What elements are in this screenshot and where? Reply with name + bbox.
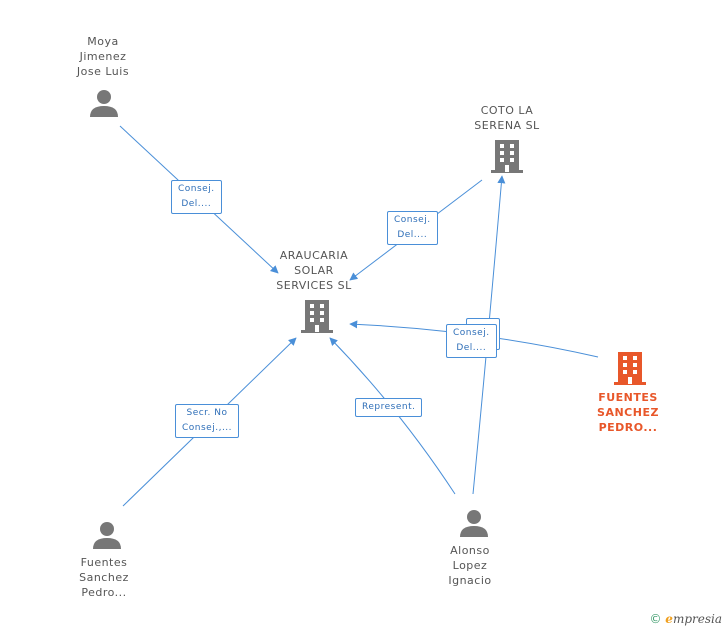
building-icon-highlighted[interactable] <box>614 350 646 386</box>
node-label-moya: Moya Jimenez Jose Luis <box>76 35 130 78</box>
copyright-watermark: © empresia <box>649 612 722 626</box>
edge-label-fuentes-person-araucaria[interactable]: Secr. No Consej.,... <box>175 404 240 438</box>
person-icon[interactable] <box>92 520 122 550</box>
node-label-fuentes-company[interactable]: FUENTES SANCHEZ PEDRO... <box>597 391 659 434</box>
edge-label-moya-araucaria[interactable]: Consej. Del.... <box>171 180 222 214</box>
edge-label-coto-araucaria[interactable]: Consej. Del.... <box>387 211 438 245</box>
node-label-fuentes-person: Fuentes Sanchez Pedro... <box>79 556 129 599</box>
node-label-alonso: Alonso Lopez Ignacio <box>448 544 492 587</box>
node-label-araucaria: ARAUCARIA SOLAR SERVICES SL <box>276 249 352 292</box>
node-label-coto: COTO LA SERENA SL <box>474 104 540 132</box>
edge-label-fuentes-araucaria[interactable]: Consej. Del.... <box>446 324 497 358</box>
building-icon[interactable] <box>491 138 523 174</box>
person-icon[interactable] <box>89 88 119 118</box>
edge-label-alonso-araucaria[interactable]: Represent. <box>355 398 423 417</box>
brand-logo: empresia <box>665 612 722 626</box>
building-icon[interactable] <box>301 298 333 334</box>
copyright-symbol: © <box>649 612 662 626</box>
person-icon[interactable] <box>459 508 489 538</box>
